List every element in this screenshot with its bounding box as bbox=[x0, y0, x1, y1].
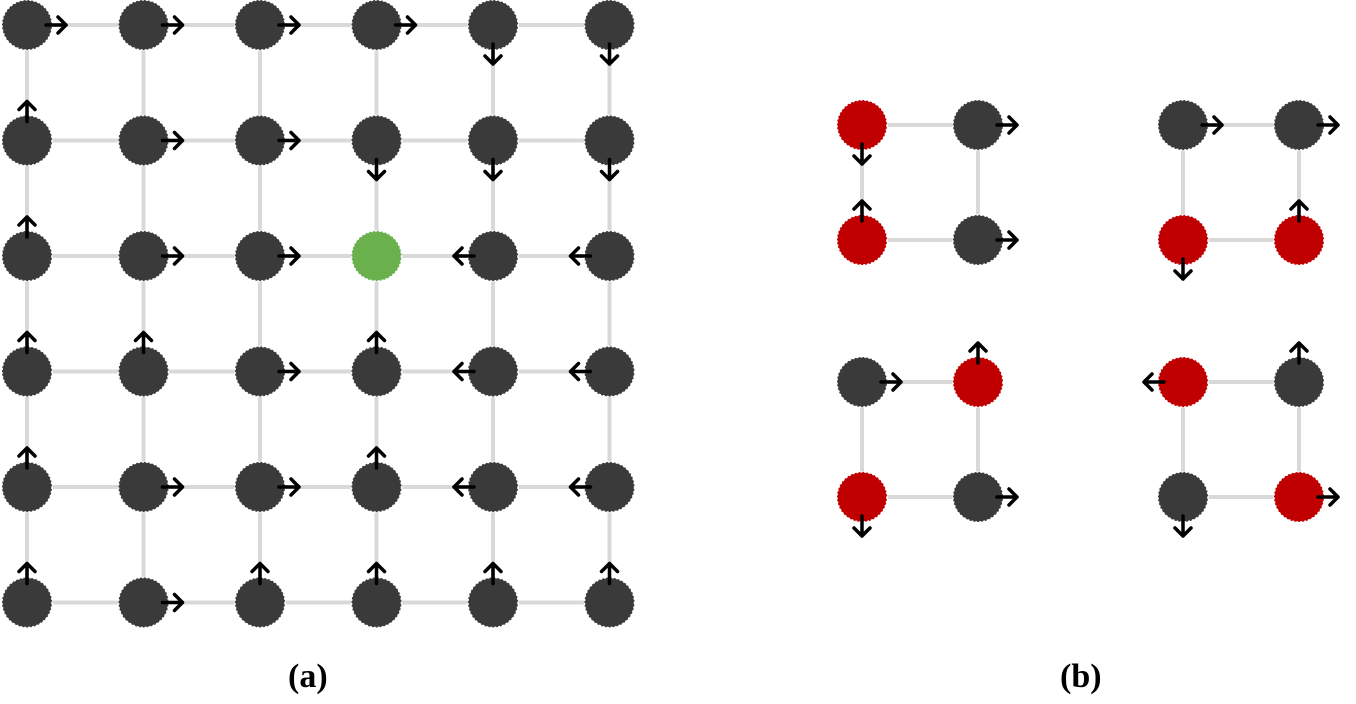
arrow-right-icon bbox=[277, 477, 301, 497]
arrow-up-icon bbox=[133, 330, 154, 355]
arrow-up-icon bbox=[483, 561, 503, 586]
node bbox=[467, 0, 519, 51]
node bbox=[583, 114, 636, 167]
arrow-up-icon bbox=[17, 561, 37, 586]
node bbox=[836, 471, 888, 523]
arrow-down-icon bbox=[483, 157, 503, 182]
arrow-right-icon bbox=[277, 15, 301, 35]
arrow-down-icon bbox=[1173, 257, 1193, 281]
square-2 bbox=[1157, 99, 1340, 281]
arrow-up-icon bbox=[1289, 199, 1309, 223]
arrow-right-icon bbox=[879, 372, 903, 392]
arrow-down-icon bbox=[852, 514, 872, 538]
arrow-left-icon bbox=[1142, 372, 1166, 392]
node bbox=[583, 461, 636, 513]
arrow-right-icon bbox=[1316, 115, 1340, 135]
arrow-up-icon bbox=[366, 446, 387, 470]
caption-b: (b) bbox=[1060, 658, 1102, 695]
node bbox=[583, 345, 636, 398]
node bbox=[350, 114, 403, 167]
arrow-up-icon bbox=[17, 215, 37, 239]
node bbox=[467, 230, 519, 282]
arrow-left-icon bbox=[568, 246, 593, 266]
arrow-up-icon bbox=[366, 330, 387, 355]
arrow-right-icon bbox=[277, 246, 301, 266]
node bbox=[583, 0, 636, 51]
arrow-right-icon bbox=[995, 115, 1019, 135]
arrow-right-icon bbox=[995, 487, 1019, 507]
arrow-right-icon bbox=[1200, 115, 1224, 135]
arrow-right-icon bbox=[1316, 487, 1340, 507]
arrow-up-icon bbox=[968, 341, 988, 365]
arrow-left-icon bbox=[452, 361, 476, 382]
square-4 bbox=[1142, 341, 1340, 538]
arrow-left-icon bbox=[452, 246, 476, 266]
panel-a-grid bbox=[1, 0, 636, 629]
arrow-down-icon bbox=[483, 42, 503, 66]
arrow-right-icon bbox=[44, 15, 68, 35]
square-3 bbox=[836, 341, 1019, 538]
arrow-left-icon bbox=[568, 361, 593, 382]
arrow-right-icon bbox=[160, 246, 185, 266]
arrow-up-icon bbox=[1289, 341, 1309, 365]
arrow-right-icon bbox=[160, 130, 185, 151]
node bbox=[467, 345, 519, 398]
caption-a: (a) bbox=[288, 658, 328, 695]
arrow-right-icon bbox=[160, 592, 185, 613]
node bbox=[467, 461, 519, 513]
arrow-right-icon bbox=[995, 230, 1019, 250]
node bbox=[350, 230, 403, 282]
arrow-left-icon bbox=[568, 477, 593, 497]
panel-b-squares bbox=[836, 99, 1340, 538]
arrow-up-icon bbox=[17, 330, 37, 355]
arrow-down-icon bbox=[599, 42, 620, 66]
node bbox=[467, 114, 519, 167]
arrow-right-icon bbox=[160, 15, 185, 35]
arrow-right-icon bbox=[277, 130, 301, 151]
arrow-up-icon bbox=[599, 561, 620, 586]
arrow-right-icon bbox=[160, 477, 185, 497]
arrow-left-icon bbox=[452, 477, 476, 497]
node bbox=[583, 230, 636, 282]
arrow-down-icon bbox=[366, 157, 387, 182]
arrow-up-icon bbox=[17, 446, 37, 470]
square-1 bbox=[836, 99, 1019, 266]
node bbox=[1157, 471, 1209, 523]
node bbox=[1157, 214, 1209, 266]
arrow-down-icon bbox=[1173, 514, 1193, 538]
arrow-down-icon bbox=[852, 142, 872, 166]
arrow-up-icon bbox=[366, 561, 387, 586]
node bbox=[1157, 356, 1209, 408]
arrow-up-icon bbox=[852, 199, 872, 223]
node bbox=[836, 99, 888, 151]
arrow-up-icon bbox=[250, 561, 270, 586]
arrow-right-icon bbox=[277, 361, 301, 382]
arrow-down-icon bbox=[599, 157, 620, 182]
arrow-up-icon bbox=[17, 99, 37, 124]
arrow-right-icon bbox=[393, 15, 418, 35]
